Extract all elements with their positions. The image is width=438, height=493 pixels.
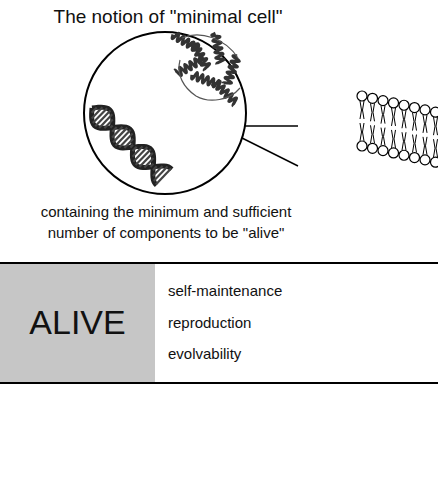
dna-illustration bbox=[92, 107, 172, 185]
lipid-head bbox=[431, 107, 438, 117]
lipid-head bbox=[410, 153, 420, 163]
lipid-head bbox=[389, 98, 399, 108]
dna-base-pair bbox=[119, 134, 132, 148]
lipid-tail bbox=[360, 101, 364, 119]
lipid-tail bbox=[402, 132, 406, 150]
lipid-head bbox=[378, 96, 388, 106]
protein-helix bbox=[192, 73, 220, 90]
caption: containing the minimum and sufficient nu… bbox=[14, 201, 318, 243]
dna-base-pair bbox=[112, 127, 122, 138]
lipid-tail bbox=[381, 128, 385, 146]
zoom-line bbox=[245, 125, 298, 127]
dna-base-pair bbox=[139, 153, 153, 167]
dna-base-pair bbox=[99, 114, 112, 128]
lipid-head bbox=[389, 148, 399, 158]
property-text: self-maintenance bbox=[168, 283, 282, 300]
dna-strand bbox=[92, 107, 157, 185]
lipid-head bbox=[378, 146, 388, 156]
lipid-head bbox=[399, 150, 409, 160]
dna-base-pair bbox=[104, 120, 112, 129]
dna-base-pair bbox=[153, 166, 157, 170]
dna-base-pair bbox=[92, 107, 97, 112]
lipid-tail bbox=[423, 137, 427, 155]
lipid-tail bbox=[434, 117, 438, 135]
lipid-tail bbox=[381, 106, 385, 124]
lipid-head bbox=[368, 93, 378, 103]
lipid-tail bbox=[402, 110, 406, 128]
property-text: evolvability bbox=[168, 346, 241, 363]
dna-base-pair bbox=[112, 127, 117, 132]
lipid-tail bbox=[371, 103, 375, 121]
dna-base-pair bbox=[130, 145, 133, 148]
lipid-head bbox=[368, 143, 378, 153]
lipid-tail bbox=[392, 108, 396, 126]
lipid-tail bbox=[371, 125, 375, 143]
dna-base-pair bbox=[110, 126, 112, 128]
lipid-tail bbox=[392, 130, 396, 148]
zoom-line bbox=[242, 138, 298, 166]
dna-base-pair bbox=[156, 169, 171, 185]
lipid-tail bbox=[360, 123, 364, 141]
lipid-tail bbox=[423, 115, 427, 133]
dna-base-pair bbox=[124, 139, 133, 148]
dna-strand bbox=[92, 108, 172, 169]
lipid-head bbox=[357, 91, 367, 101]
lipid-head bbox=[431, 157, 438, 167]
property-text: reproduction bbox=[168, 315, 251, 332]
lipid-head bbox=[410, 103, 420, 113]
dna-base-pair bbox=[150, 164, 153, 167]
lipid-tail bbox=[413, 135, 417, 153]
property-cell: self-maintenance reproduction evolvability bbox=[156, 264, 438, 382]
cell-circle bbox=[84, 32, 246, 194]
table-rule bbox=[0, 382, 438, 384]
protein-illustration bbox=[172, 33, 240, 106]
dna-base-pair bbox=[144, 158, 153, 168]
lipid-tail bbox=[413, 113, 417, 131]
status-label: ALIVE bbox=[29, 304, 125, 341]
title: The notion of "minimal cell" bbox=[10, 6, 326, 28]
lipid-tail bbox=[434, 139, 438, 157]
lipid-head bbox=[399, 100, 409, 110]
lipid-head bbox=[420, 105, 430, 115]
dna-base-pair bbox=[92, 107, 103, 118]
lipid-head bbox=[357, 141, 367, 151]
dna-base-pair bbox=[133, 147, 137, 151]
protein-loop bbox=[179, 35, 240, 100]
alive-cell: ALIVE bbox=[0, 264, 155, 382]
lipid-head bbox=[420, 155, 430, 165]
membrane-illustration bbox=[357, 91, 438, 167]
protein-helix bbox=[223, 56, 240, 84]
